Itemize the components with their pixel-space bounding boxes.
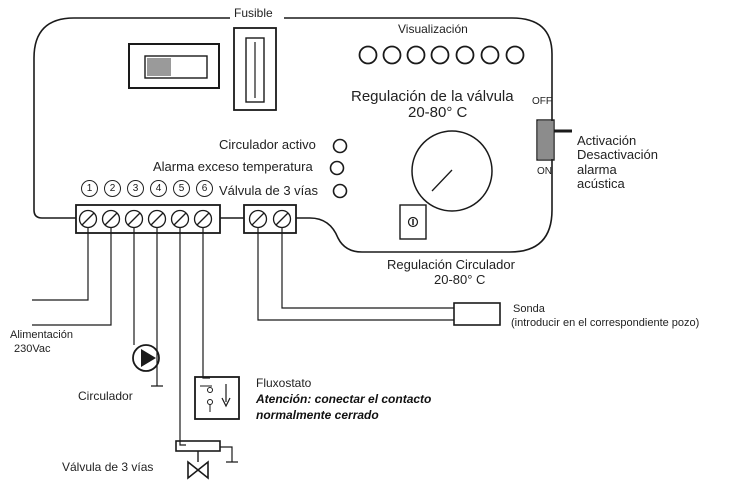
terminal-block-probe xyxy=(243,204,297,234)
terminal-number-3: 3 xyxy=(127,180,144,197)
warning-line-2: normalmente cerrado xyxy=(256,408,379,422)
power-voltage-label: 230Vac xyxy=(14,343,51,355)
led-alarm-overtemp xyxy=(329,160,345,176)
power-wire-1 xyxy=(32,228,89,301)
fuse-label: Fusible xyxy=(234,6,273,20)
power-label: Alimentación xyxy=(10,329,73,341)
terminal-number-6: 6 xyxy=(196,180,213,197)
terminal-number-4: 4 xyxy=(150,180,167,197)
probe-wire-2 xyxy=(281,228,454,309)
probe-sensor xyxy=(453,302,501,326)
circulator-regulation-trimmer xyxy=(399,204,427,240)
terminal-number-2: 2 xyxy=(104,180,121,197)
probe-note: (introducir en el correspondiente pozo) xyxy=(511,317,700,329)
alarm-toggle-switch xyxy=(536,119,555,161)
circulator-pump-arrow xyxy=(141,349,156,367)
valve-regulation-label: Regulación de la válvula xyxy=(351,88,514,105)
circulator-label: Circulador xyxy=(78,389,133,403)
power-switch xyxy=(128,43,220,89)
warning-line-1: Atención: conectar el contacto xyxy=(256,392,432,406)
power-switch-slot xyxy=(144,55,208,79)
three-way-valve-led-label: Válvula de 3 vías xyxy=(219,183,319,198)
power-wire-2 xyxy=(32,228,112,326)
led-circulator-active xyxy=(332,138,348,154)
valve-regulation-range: 20-80° C xyxy=(408,104,468,121)
flow-switch xyxy=(194,376,240,420)
fuse-holder xyxy=(233,27,277,111)
power-switch-knob xyxy=(147,58,171,76)
led-three-way-valve xyxy=(332,183,348,199)
terminal-number-1: 1 xyxy=(81,180,98,197)
display-leds xyxy=(358,45,525,65)
three-way-valve xyxy=(187,460,209,480)
three-way-valve-label: Válvula de 3 vías xyxy=(62,460,154,474)
valve-regulation-knob xyxy=(411,130,493,212)
probe-label: Sonda xyxy=(513,303,545,315)
fuse-body xyxy=(245,37,265,103)
flow-switch-label: Fluxostato xyxy=(256,376,312,390)
display-label: Visualización xyxy=(398,22,468,36)
three-way-valve-actuator xyxy=(175,440,221,452)
alarm-switch-label-2: Desactivación xyxy=(577,147,658,162)
on-label: ON xyxy=(537,166,552,177)
alarm-overtemp-label: Alarma exceso temperatura xyxy=(153,159,313,174)
terminal-block-main xyxy=(75,204,221,234)
circulator-regulation-range: 20-80° C xyxy=(434,272,486,287)
alarm-switch-label-4: acústica xyxy=(577,176,625,191)
controller-outline xyxy=(33,17,553,253)
circulator-regulation-label: Regulación Circulador xyxy=(387,257,515,272)
circulator-active-label: Circulador activo xyxy=(219,137,316,152)
circulator-pump xyxy=(132,344,160,372)
off-label: OFF xyxy=(532,96,552,107)
terminal-number-5: 5 xyxy=(173,180,190,197)
alarm-switch-label-3: alarma xyxy=(577,162,617,177)
alarm-switch-label-1: Activación xyxy=(577,133,637,148)
probe-wire-1 xyxy=(257,228,454,321)
terminal-screws xyxy=(78,209,213,229)
